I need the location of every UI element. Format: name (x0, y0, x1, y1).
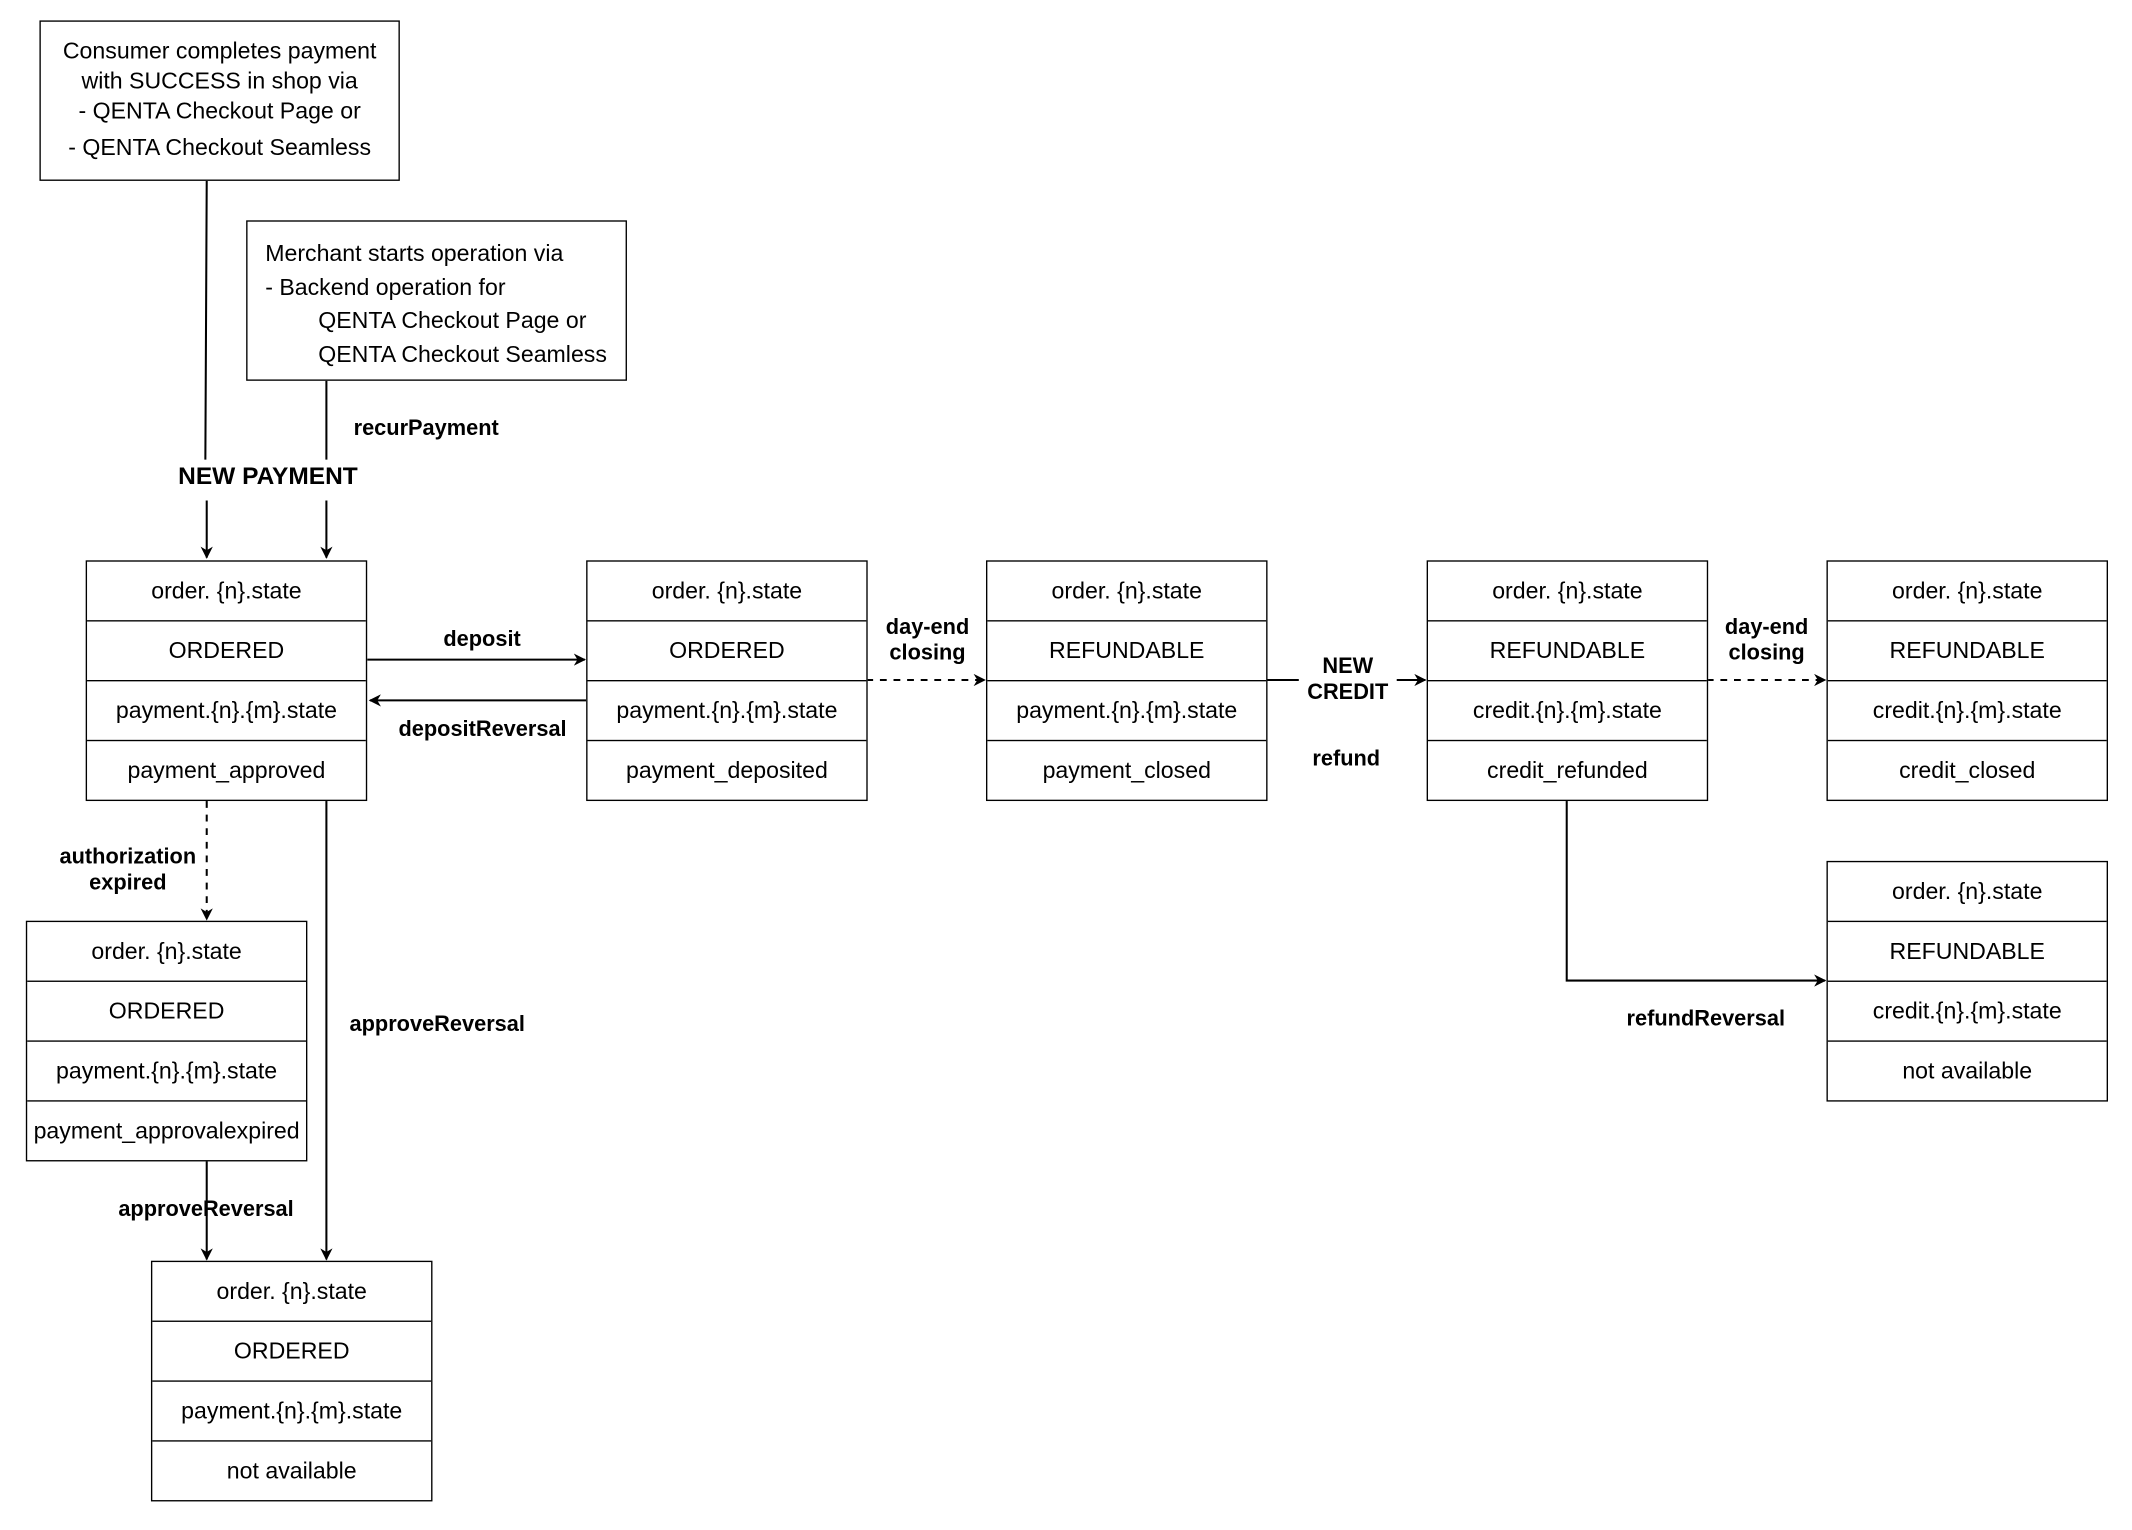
note-line: QENTA Checkout Seamless (318, 340, 607, 367)
order-state-key: order. {n}.state (1492, 577, 1643, 604)
new-credit-label: NEW CREDIT (1298, 654, 1397, 706)
credit-state-key: credit.{n}.{m}.state (1428, 680, 1707, 740)
order-state-key: order. {n}.state (151, 577, 302, 604)
label-line: NEW (1322, 655, 1374, 679)
refund-reversal-arrow (1565, 801, 1827, 987)
payment-state-key: payment.{n}.{m}.state (987, 680, 1267, 740)
label-line: authorization (59, 845, 197, 870)
approve-reversal-label-right: approveReversal (349, 1013, 525, 1037)
refund-reversal-label: refundReversal (1626, 1007, 1785, 1031)
recur-payment-label: recurPayment (353, 417, 499, 441)
order-state-key: order. {n}.state (216, 1277, 367, 1304)
order-state-value: REFUNDABLE (1428, 620, 1707, 680)
state-credit-closed: order. {n}.state REFUNDABLE credit.{n}.{… (1826, 560, 2108, 802)
consumer-payment-arrow (205, 180, 206, 558)
payment-state-key: payment.{n}.{m}.state (27, 1040, 306, 1100)
payment-state-value: not available (152, 1440, 432, 1500)
label-line: CREDIT (1307, 681, 1389, 705)
state-credit-not-available: order. {n}.state REFUNDABLE credit.{n}.{… (1826, 860, 2108, 1102)
order-state-value: REFUNDABLE (1827, 620, 2107, 680)
deposit-label: deposit (443, 628, 521, 652)
merchant-operation-note: Merchant starts operation via - Backend … (246, 220, 627, 381)
state-payment-approval-expired: order. {n}.state ORDERED payment.{n}.{m}… (25, 920, 308, 1162)
order-state-value: ORDERED (27, 980, 306, 1041)
order-state-key: order. {n}.state (1892, 577, 2043, 604)
credit-state-value: not available (1827, 1040, 2107, 1100)
order-state-value: ORDERED (152, 1320, 432, 1381)
payment-state-key: payment.{n}.{m}.state (152, 1380, 432, 1440)
order-state-key: order. {n}.state (91, 937, 242, 964)
authorization-expired-label: authorization expired (52, 845, 204, 897)
payment-state-key: payment.{n}.{m}.state (87, 680, 366, 740)
day-end-closing-label-1: day-end closing (873, 615, 982, 667)
note-line: Consumer completes payment (62, 38, 377, 64)
order-state-key: order. {n}.state (651, 577, 803, 604)
label-line: expired (89, 871, 167, 895)
payment-state-value: payment_approved (87, 739, 366, 800)
credit-state-key: credit.{n}.{m}.state (1827, 980, 2107, 1041)
order-state-key: order. {n}.state (1892, 877, 2043, 904)
order-state-value: REFUNDABLE (987, 620, 1267, 680)
note-line: QENTA Checkout Page or (318, 307, 587, 334)
consumer-payment-note: Consumer completes payment with SUCCESS … (39, 20, 400, 181)
payment-state-value: payment_deposited (587, 739, 867, 800)
label-line: day-end (1724, 616, 1809, 640)
state-credit-refunded: order. {n}.state REFUNDABLE credit.{n}.{… (1426, 560, 1709, 802)
state-payment-closed: order. {n}.state REFUNDABLE payment.{n}.… (986, 560, 1268, 802)
label-line: day-end (885, 616, 970, 640)
note-line: Merchant starts operation via (265, 240, 564, 267)
payment-state-value: payment_approvalexpired (27, 1100, 306, 1160)
state-payment-not-available: order. {n}.state ORDERED payment.{n}.{m}… (150, 1260, 433, 1502)
approve-reversal-label-left: approveReversal (118, 1198, 294, 1222)
note-line: - QENTA Checkout Page or (78, 97, 361, 124)
state-payment-approved: order. {n}.state ORDERED payment.{n}.{m}… (85, 560, 368, 802)
refund-label: refund (1312, 748, 1381, 772)
credit-state-value: credit_refunded (1428, 739, 1707, 800)
order-state-value: REFUNDABLE (1827, 920, 2107, 981)
note-line: with SUCCESS in shop via (81, 68, 358, 94)
credit-state-key: credit.{n}.{m}.state (1827, 680, 2107, 740)
label-line: closing (1728, 641, 1805, 666)
payment-state-value: payment_closed (987, 739, 1267, 800)
note-line: - QENTA Checkout Seamless (68, 134, 372, 161)
new-payment-label: NEW PAYMENT (178, 462, 358, 490)
credit-state-value: credit_closed (1827, 739, 2107, 800)
payment-state-key: payment.{n}.{m}.state (587, 680, 867, 740)
day-end-closing-label-2: day-end closing (1712, 615, 1821, 667)
order-state-key: order. {n}.state (1051, 577, 1202, 604)
order-state-value: ORDERED (587, 620, 867, 680)
note-line: - Backend operation for (265, 274, 506, 300)
label-line: closing (889, 641, 966, 666)
order-state-value: ORDERED (87, 620, 366, 680)
state-payment-deposited: order. {n}.state ORDERED payment.{n}.{m}… (586, 560, 868, 802)
deposit-reversal-label: depositReversal (398, 718, 567, 742)
